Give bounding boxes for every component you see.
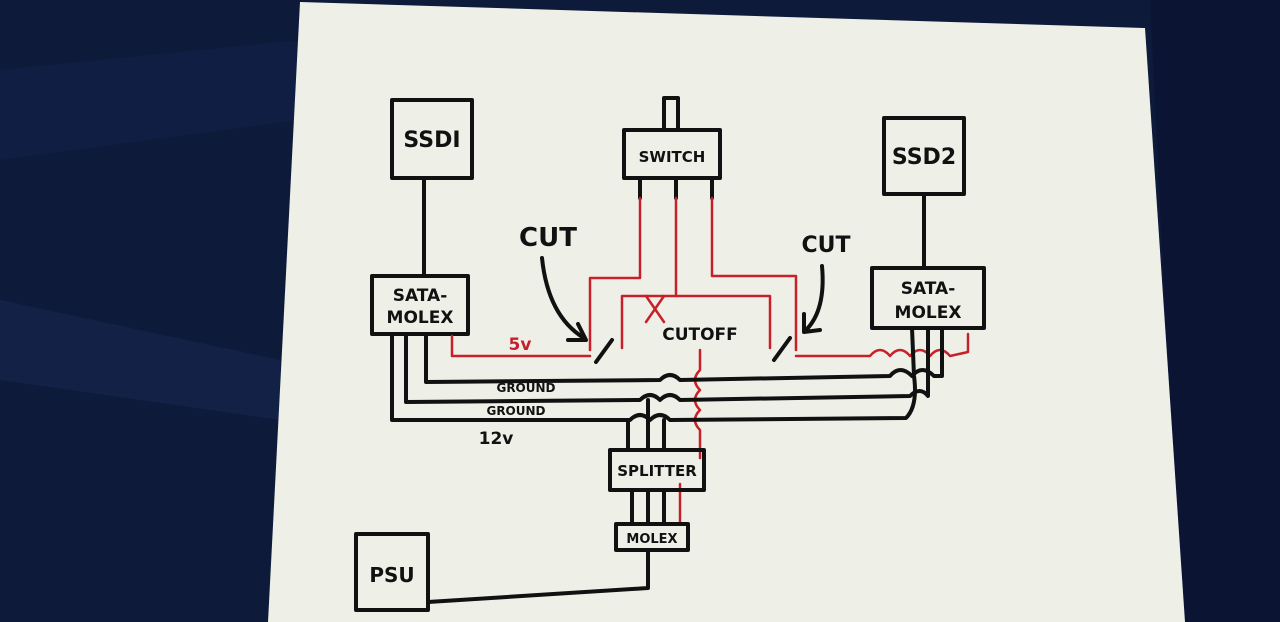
cut-mark-left (594, 338, 614, 364)
ssd1-label: SSDI (403, 128, 460, 153)
sata-molex-left-label-1: SATA- (393, 286, 448, 306)
sata-molex-left-label-2: MOLEX (387, 308, 454, 328)
molex-box: MOLEX (614, 522, 690, 552)
molex-label: MOLEX (626, 532, 677, 547)
sata-molex-right-label-2: MOLEX (895, 303, 962, 323)
ssd2-label: SSD2 (892, 145, 956, 170)
splitter-label: SPLITTER (617, 462, 697, 480)
sata-molex-right-box: SATA- MOLEX (870, 266, 986, 330)
paper-sheet (268, 2, 1185, 622)
fabric-edge (1150, 0, 1280, 622)
switch-box: SWITCH (622, 96, 722, 200)
psu-label: PSU (369, 563, 414, 587)
ssd1-box: SSDI (390, 98, 474, 180)
cut-mark-right (772, 336, 792, 362)
psu-box: PSU (354, 532, 430, 612)
five-v-label: 5v (509, 335, 532, 355)
splitter-box: SPLITTER (608, 448, 706, 526)
switch-label: SWITCH (639, 148, 706, 166)
psu-cable (426, 548, 650, 604)
fabric-fold (0, 40, 300, 160)
ground-label-2: GROUND (486, 404, 545, 418)
cutoff-label: CUTOFF (662, 325, 738, 345)
sata-molex-right-label-1: SATA- (901, 279, 956, 299)
twelve-v-label: 12v (479, 429, 514, 449)
cut-label-left: CUT (519, 223, 577, 253)
red-5v-wiring (450, 196, 970, 526)
fabric-fold (0, 300, 280, 420)
ground-label-1: GROUND (496, 381, 555, 395)
black-wiring (390, 326, 944, 452)
sata-molex-left-box: SATA- MOLEX (370, 274, 470, 336)
cut-arrow-left (540, 256, 588, 342)
cut-arrow-right (802, 264, 825, 334)
cut-label-right: CUT (801, 233, 850, 258)
